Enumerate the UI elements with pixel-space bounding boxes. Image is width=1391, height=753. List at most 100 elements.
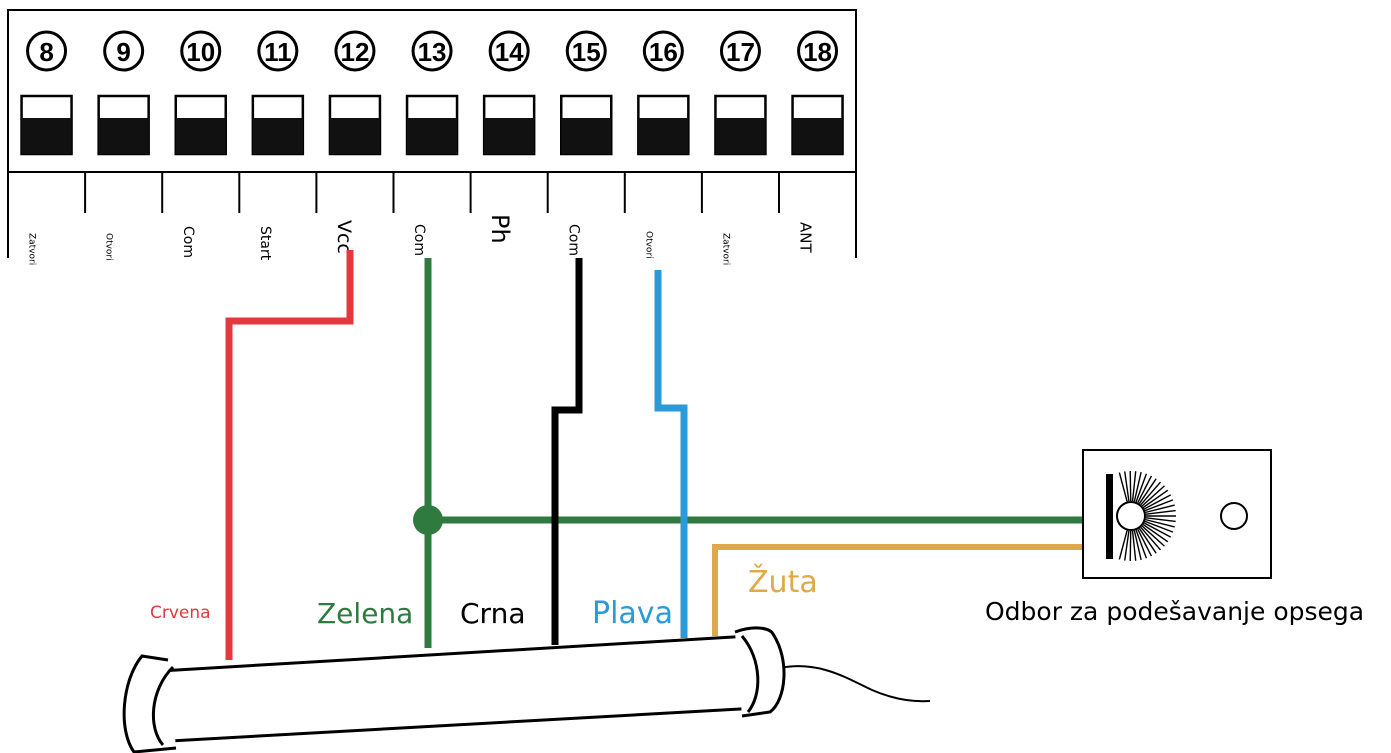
- terminal-number-circle: [719, 30, 761, 72]
- terminal-number-circle: [257, 30, 299, 72]
- yellow-wire: [712, 544, 1083, 636]
- potentiometer-ray: [1144, 520, 1174, 533]
- terminal-slot-fill: [638, 118, 689, 154]
- terminal-slot-fill: [715, 118, 766, 154]
- range-board-label: Odbor za podešavanje opsega: [985, 597, 1364, 626]
- terminal-label: Vcc: [333, 220, 355, 254]
- potentiometer-ray: [1133, 530, 1142, 561]
- sensor-tube: [122, 626, 931, 753]
- wires: [225, 250, 1083, 660]
- terminal-slot-fill: [561, 118, 612, 154]
- terminal-label: Zatvori: [27, 233, 37, 265]
- terminal-number-circle: [334, 30, 376, 72]
- terminal-number: 12: [340, 37, 369, 67]
- potentiometer-ray: [1145, 518, 1175, 528]
- potentiometer-ray: [1137, 475, 1153, 503]
- potentiometer-ray: [1129, 470, 1132, 502]
- terminal-slot-fill: [175, 118, 226, 154]
- terminal-number: 15: [572, 37, 601, 67]
- terminal-slot-fill: [792, 118, 843, 154]
- sensor-tube-right-cap-inner: [740, 635, 760, 713]
- potentiometer-ray: [1140, 526, 1162, 551]
- terminal-label: Com: [411, 224, 427, 256]
- terminal-number-circle: [642, 30, 684, 72]
- terminal-number: 16: [649, 37, 678, 67]
- terminal-label: ANT: [797, 222, 815, 253]
- potentiometer-ray: [1145, 517, 1176, 523]
- terminal-number: 18: [803, 37, 832, 67]
- terminal-label: Otvori: [104, 233, 114, 261]
- potentiometer-ray: [1145, 504, 1175, 514]
- potentiometer-ray: [1143, 522, 1172, 538]
- terminal-label: Ph: [486, 214, 514, 244]
- potentiometer-ray: [1141, 525, 1165, 547]
- potentiometer-ray: [1137, 529, 1153, 557]
- terminal-number: 13: [418, 37, 447, 67]
- terminal-slot-fill: [484, 118, 535, 154]
- terminal-list: 8Zatvori9Otvori10Com11Start12Vcc13Com14P…: [20, 30, 844, 265]
- terminal-label: Com: [565, 224, 581, 256]
- wire-labels: Crvena Zelena Crna Plava Žuta: [150, 564, 818, 631]
- terminal-number-circle: [565, 30, 607, 72]
- terminal-slot-fill: [329, 118, 380, 154]
- potentiometer-ray: [1143, 494, 1172, 510]
- terminal-number: 17: [726, 37, 755, 67]
- potentiometer-ray: [1142, 524, 1169, 543]
- red-wire-label: Crvena: [150, 603, 211, 623]
- potentiometer-ray: [1140, 481, 1162, 506]
- blue-wire-label: Plava: [592, 596, 673, 631]
- sensor-tube-left-cap-inner: [151, 665, 175, 746]
- terminal-number: 11: [264, 37, 292, 67]
- potentiometer-icon: [1118, 470, 1176, 562]
- terminal-label: Com: [180, 226, 196, 258]
- terminal-label: Start: [257, 226, 273, 261]
- potentiometer-ray: [1144, 499, 1174, 512]
- terminal-block: 8Zatvori9Otvori10Com11Start12Vcc13Com14P…: [7, 9, 857, 265]
- terminal-number: 9: [116, 37, 130, 67]
- sensor-tube-right-cap: [734, 626, 786, 718]
- potentiometer-ray: [1131, 530, 1137, 561]
- potentiometer-ray: [1135, 529, 1148, 559]
- potentiometer-ray: [1141, 485, 1165, 507]
- potentiometer-ray: [1118, 472, 1128, 502]
- potentiometer-ray: [1133, 471, 1142, 502]
- terminal-slot-fill: [407, 118, 458, 154]
- sensor-cable: [779, 665, 931, 703]
- black-wire: [551, 258, 583, 645]
- terminal-block-outline: [7, 9, 857, 258]
- range-board-bar: [1106, 474, 1113, 559]
- range-board: Odbor za podešavanje opsega: [985, 449, 1364, 626]
- terminal-number-circle: [797, 30, 839, 72]
- sensor-tube-top-edge: [159, 634, 751, 673]
- red-wire: [225, 250, 354, 660]
- yellow-wire-label: Žuta: [748, 564, 818, 600]
- terminal-number-circle: [180, 30, 222, 72]
- terminal-number: 10: [186, 37, 215, 67]
- terminal-label: Zatvori: [720, 233, 730, 265]
- potentiometer-ray: [1135, 473, 1148, 503]
- potentiometer-ray: [1124, 530, 1130, 561]
- terminal-number-circle: [103, 30, 145, 72]
- terminal-number-circle: [411, 30, 453, 72]
- green-wire-label: Zelena: [317, 597, 413, 630]
- potentiometer-ray: [1118, 530, 1128, 560]
- terminal-number: 8: [39, 37, 53, 67]
- potentiometer-ray: [1142, 489, 1169, 508]
- terminal-number: 14: [495, 37, 524, 67]
- potentiometer-ray: [1131, 471, 1137, 502]
- green-junction-dot: [413, 505, 443, 535]
- potentiometer-knob: [1116, 501, 1146, 531]
- terminal-number-circle: [488, 30, 530, 72]
